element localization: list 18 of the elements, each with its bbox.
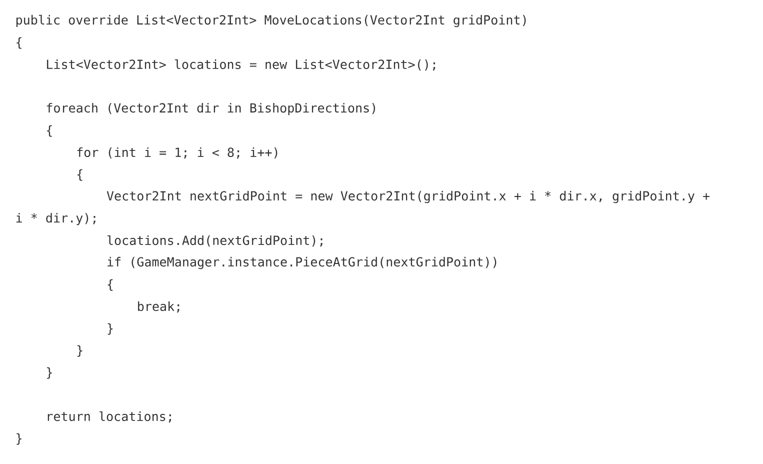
code-line: List<Vector2Int> locations = new List<Vector2Int>(); [46,59,436,71]
code-line: { [108,279,113,291]
code-line: locations.Add(nextGridPoint); [107,235,322,247]
code-line: foreach (Vector2Int dir in BishopDirections) [46,102,376,116]
code-line: public override List<Vector2Int> MoveLocations(Vector2Int gridPoint) [16,14,526,28]
code-line: break; [138,301,180,313]
code-line: return locations; [48,411,171,423]
code-line: } [77,345,82,357]
code-line: for (int i = 1; i < 8; i++) [77,147,278,159]
code-line: i * dir.y); [16,212,96,226]
code-line: } [108,323,113,335]
code-line: } [16,433,22,445]
code-line: { [16,37,22,49]
code-line: if (GameManager.instance.PieceAtGrid(nextGridPoint)) [108,256,496,270]
code-line: Vector2Int nextGridPoint = new Vector2Int(gridPoint.x + i * dir.x, gridPoint.y + [106,190,710,204]
code-line: { [77,169,82,181]
code-line: } [47,367,52,379]
code-line: { [47,125,52,137]
